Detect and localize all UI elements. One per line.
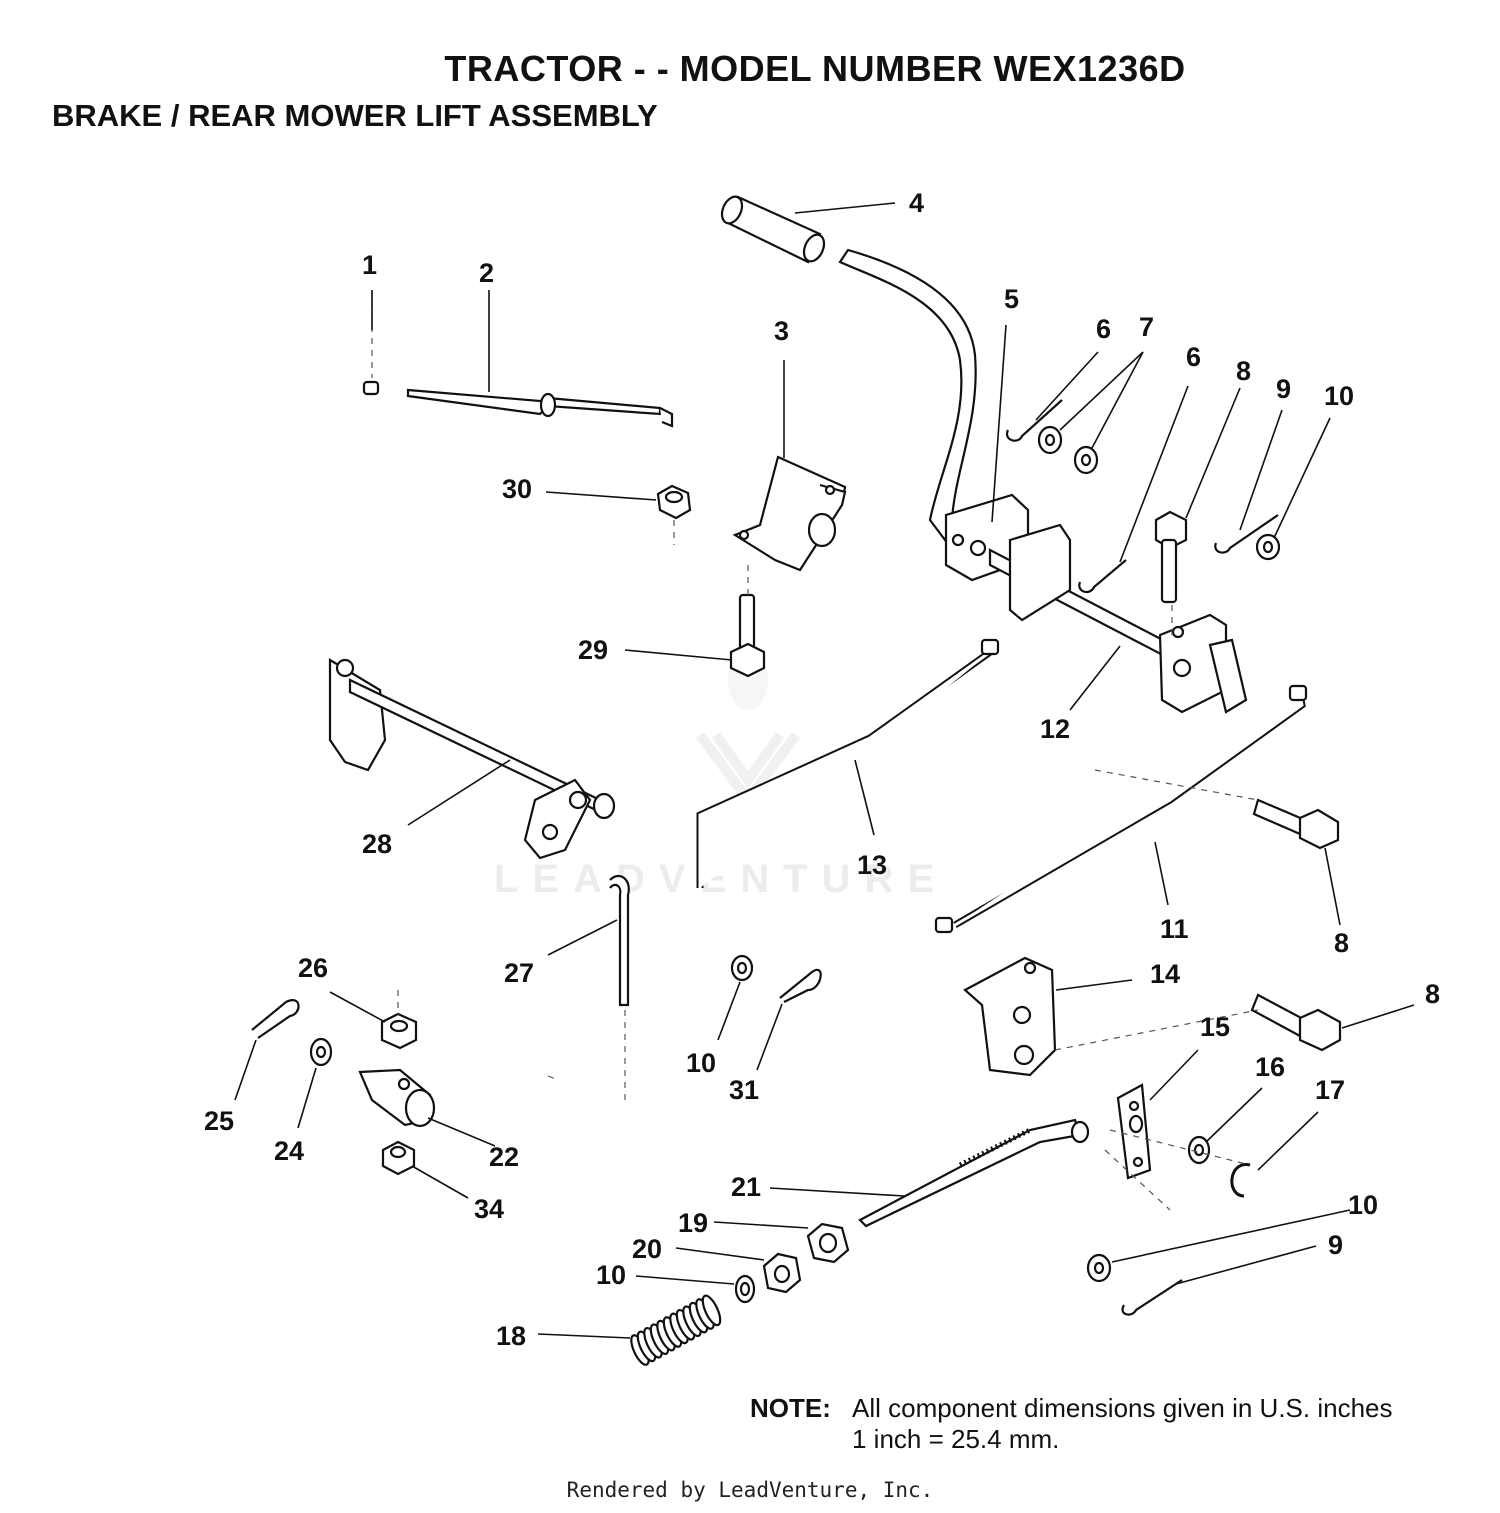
part-25-hairpin bbox=[251, 999, 300, 1039]
part-8-bolt-middle bbox=[1252, 798, 1340, 850]
part-34-castle-nut bbox=[381, 1140, 416, 1176]
part-15-link-plate bbox=[1116, 1083, 1152, 1180]
callout-8b: 8 bbox=[1334, 928, 1349, 958]
callout-1: 1 bbox=[362, 250, 377, 280]
part-9-cotter-pin-lower bbox=[1121, 1279, 1183, 1316]
callout-10b: 10 bbox=[686, 1048, 716, 1078]
part-10-washer-right bbox=[1086, 1253, 1112, 1283]
callout-25: 25 bbox=[204, 1106, 234, 1136]
callout-20: 20 bbox=[632, 1234, 662, 1264]
part-10-washer-lower bbox=[734, 1274, 756, 1304]
callout-22: 22 bbox=[489, 1142, 519, 1172]
part-17-e-clip bbox=[1230, 1163, 1251, 1198]
callout-11: 11 bbox=[1160, 914, 1189, 944]
callout-3: 3 bbox=[774, 316, 789, 346]
callout-labels: 1 2 3 4 5 6 6 7 8 8 8 9 9 10 10 10 10 11… bbox=[204, 188, 1440, 1351]
callout-9a: 9 bbox=[1276, 374, 1291, 404]
callout-2: 2 bbox=[479, 258, 494, 288]
leader-lines bbox=[234, 202, 1415, 1339]
part-26-nut bbox=[380, 1012, 418, 1050]
part-30-nut bbox=[656, 484, 692, 520]
part-11-lift-link-rod bbox=[934, 684, 1308, 934]
callout-14: 14 bbox=[1150, 959, 1180, 989]
part-28-rear-lift-shaft bbox=[328, 658, 616, 860]
part-7-washer-b bbox=[1073, 445, 1099, 475]
callout-10c: 10 bbox=[1348, 1190, 1378, 1220]
callout-28: 28 bbox=[362, 829, 392, 859]
callout-26: 26 bbox=[298, 953, 328, 983]
part-27-hook-bolt bbox=[609, 874, 630, 1007]
part-6-cotter-pin-b bbox=[1078, 559, 1127, 594]
part-12-lift-shaft-bracket bbox=[1008, 523, 1248, 714]
part-10-washer-upper bbox=[1255, 533, 1281, 561]
part-31-hairpin bbox=[779, 968, 822, 1003]
callout-4: 4 bbox=[909, 188, 924, 218]
alignment-lines bbox=[371, 290, 1259, 1211]
spring-coil bbox=[701, 1294, 722, 1327]
callout-19: 19 bbox=[678, 1208, 708, 1238]
part-19-lock-nut bbox=[806, 1222, 850, 1264]
part-22-trunnion bbox=[358, 1068, 436, 1128]
callout-18: 18 bbox=[496, 1321, 526, 1351]
note-line-2: 1 inch = 25.4 mm. bbox=[852, 1424, 1060, 1454]
part-2-brake-rod bbox=[406, 388, 674, 428]
callout-8a: 8 bbox=[1236, 356, 1251, 386]
part-29-bolt bbox=[729, 593, 766, 678]
part-13-lift-link-rod bbox=[696, 638, 1000, 888]
part-4-handle-grip bbox=[720, 195, 826, 264]
part-6-cotter-pin-a bbox=[1005, 399, 1063, 442]
callout-6a: 6 bbox=[1096, 314, 1111, 344]
part-21-brake-rod bbox=[858, 1118, 1090, 1228]
note-label: NOTE: bbox=[750, 1393, 831, 1423]
callout-24: 24 bbox=[274, 1136, 304, 1166]
callout-30: 30 bbox=[502, 474, 532, 504]
part-20-nut bbox=[762, 1252, 802, 1294]
callout-12: 12 bbox=[1040, 714, 1070, 744]
callout-31: 31 bbox=[729, 1075, 759, 1105]
callout-15: 15 bbox=[1200, 1012, 1230, 1042]
callout-6b: 6 bbox=[1186, 342, 1201, 372]
callout-29: 29 bbox=[578, 635, 608, 665]
assembly-subtitle: BRAKE / REAR MOWER LIFT ASSEMBLY bbox=[52, 98, 658, 133]
part-10-washer-mid bbox=[730, 954, 754, 982]
part-1-pin bbox=[362, 380, 380, 396]
part-3-bracket bbox=[732, 455, 847, 572]
part-5-lift-handle bbox=[838, 248, 1232, 692]
callout-13: 13 bbox=[857, 850, 887, 880]
part-8-bolt-lower bbox=[1250, 993, 1342, 1052]
callout-21: 21 bbox=[731, 1172, 761, 1202]
callout-34: 34 bbox=[474, 1194, 504, 1224]
callout-17: 17 bbox=[1315, 1075, 1345, 1105]
render-credit: Rendered by LeadVenture, Inc. bbox=[566, 1478, 934, 1502]
part-9-cotter-pin-upper bbox=[1214, 514, 1279, 554]
dimensions-note: NOTE: All component dimensions given in U… bbox=[750, 1393, 1393, 1455]
callout-5: 5 bbox=[1004, 284, 1019, 314]
part-16-washer bbox=[1187, 1135, 1211, 1165]
note-body: All component dimensions given in U.S. i… bbox=[852, 1393, 1393, 1455]
part-8-bolt-upper bbox=[1154, 510, 1188, 604]
callout-8c: 8 bbox=[1425, 979, 1440, 1009]
part-24-washer bbox=[309, 1037, 333, 1067]
part-14-bracket bbox=[963, 956, 1057, 1077]
callout-9b: 9 bbox=[1328, 1230, 1343, 1260]
callout-27: 27 bbox=[504, 958, 534, 988]
part-18-spring bbox=[630, 1294, 722, 1366]
callout-7: 7 bbox=[1139, 312, 1154, 342]
callout-10a: 10 bbox=[1324, 381, 1354, 411]
callout-10d: 10 bbox=[596, 1260, 626, 1290]
note-line-1: All component dimensions given in U.S. i… bbox=[852, 1393, 1393, 1423]
page-title: TRACTOR - - MODEL NUMBER WEX1236D bbox=[444, 48, 1186, 89]
callout-16: 16 bbox=[1255, 1052, 1285, 1082]
part-7-washer-a bbox=[1037, 425, 1063, 455]
